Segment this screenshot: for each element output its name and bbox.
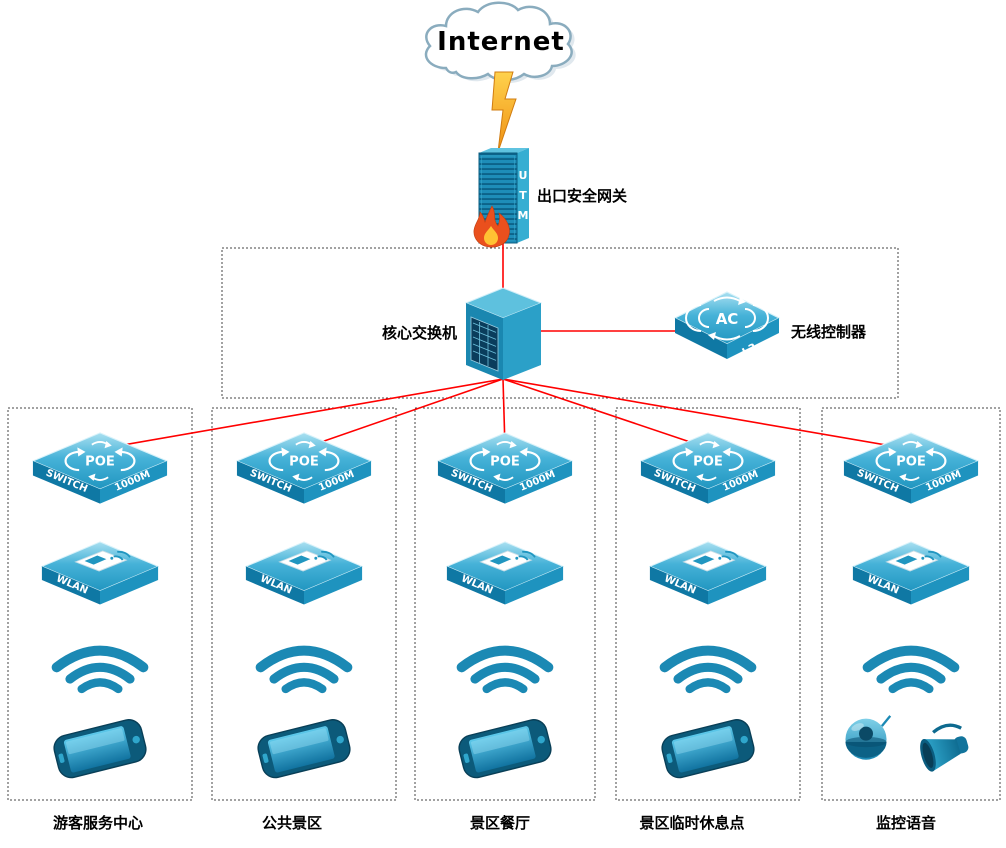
zone-rest-point: 景区临时休息点 <box>639 432 776 832</box>
wireless-ap-icon <box>649 541 767 606</box>
signal-arcs-icon <box>685 296 769 341</box>
smartphone-icon <box>658 716 758 782</box>
internet-label: Internet <box>437 27 565 57</box>
wireless-ap-icon <box>41 541 159 606</box>
core-switch-caption: 核心交换机 <box>382 324 457 342</box>
zone-label: 公共景区 <box>262 814 322 832</box>
zone-box-rest-point <box>615 407 801 801</box>
wifi-coverage-icon <box>665 651 752 689</box>
wireless-ap-icon <box>852 541 970 606</box>
ac-label: AC <box>716 310 739 328</box>
zone-box-public-area <box>211 407 397 801</box>
wifi-coverage-icon <box>868 651 955 689</box>
utm-caption: 出口安全网关 <box>537 187 627 205</box>
utm-letter: U <box>519 169 528 182</box>
poe-switch-icon <box>843 432 979 505</box>
utm-letter: T <box>519 189 527 202</box>
poe-switch-icon <box>437 432 573 505</box>
zone-restaurant: 景区餐厅 <box>437 432 573 832</box>
utm-gateway-icon: U T M <box>473 148 529 248</box>
connection-line <box>502 378 910 450</box>
poe-switch-icon <box>236 432 372 505</box>
arrowheads <box>708 297 746 340</box>
utm-letter: M <box>518 209 529 222</box>
horn-speaker-icon <box>916 722 974 775</box>
wifi-coverage-icon <box>57 651 144 689</box>
zone-monitoring: 监控语音 <box>843 432 979 832</box>
dome-camera-icon <box>844 714 892 761</box>
wireless-controller-caption: 无线控制器 <box>790 323 867 341</box>
flame-icon <box>473 205 510 248</box>
connection-line <box>99 378 504 450</box>
wireless-ap-icon <box>245 541 363 606</box>
connection-line <box>502 378 709 449</box>
core-switch-icon <box>464 287 543 380</box>
l3-label: L3 <box>740 341 759 359</box>
zone-public-area: 公共景区 <box>236 432 372 832</box>
zone-box-tourist-center <box>7 407 193 801</box>
wireless-ap-icon <box>446 541 564 606</box>
poe-switch-icon <box>32 432 168 505</box>
wifi-coverage-icon <box>462 651 549 689</box>
lightning-bolt-icon <box>491 71 517 153</box>
poe-switch-icon <box>640 432 776 505</box>
port-grid <box>472 322 497 366</box>
zone-tourist-center: 游客服务中心 <box>32 432 168 832</box>
wireless-controller-icon: AC L3 <box>673 291 781 359</box>
zone-box-restaurant <box>414 407 596 801</box>
zone-label: 游客服务中心 <box>53 814 143 832</box>
zone-label: 景区餐厅 <box>470 814 530 832</box>
smartphone-icon <box>254 716 354 782</box>
wifi-coverage-icon <box>261 651 348 689</box>
zone-box-monitoring <box>821 407 1001 801</box>
connection-line <box>303 378 504 449</box>
zone-label: 景区临时休息点 <box>639 814 744 832</box>
smartphone-icon <box>50 716 150 782</box>
connection-lines <box>99 243 910 450</box>
smartphone-icon <box>455 716 555 782</box>
zone-label: 监控语音 <box>876 814 936 832</box>
internet-cloud-icon: Internet <box>424 1 576 83</box>
